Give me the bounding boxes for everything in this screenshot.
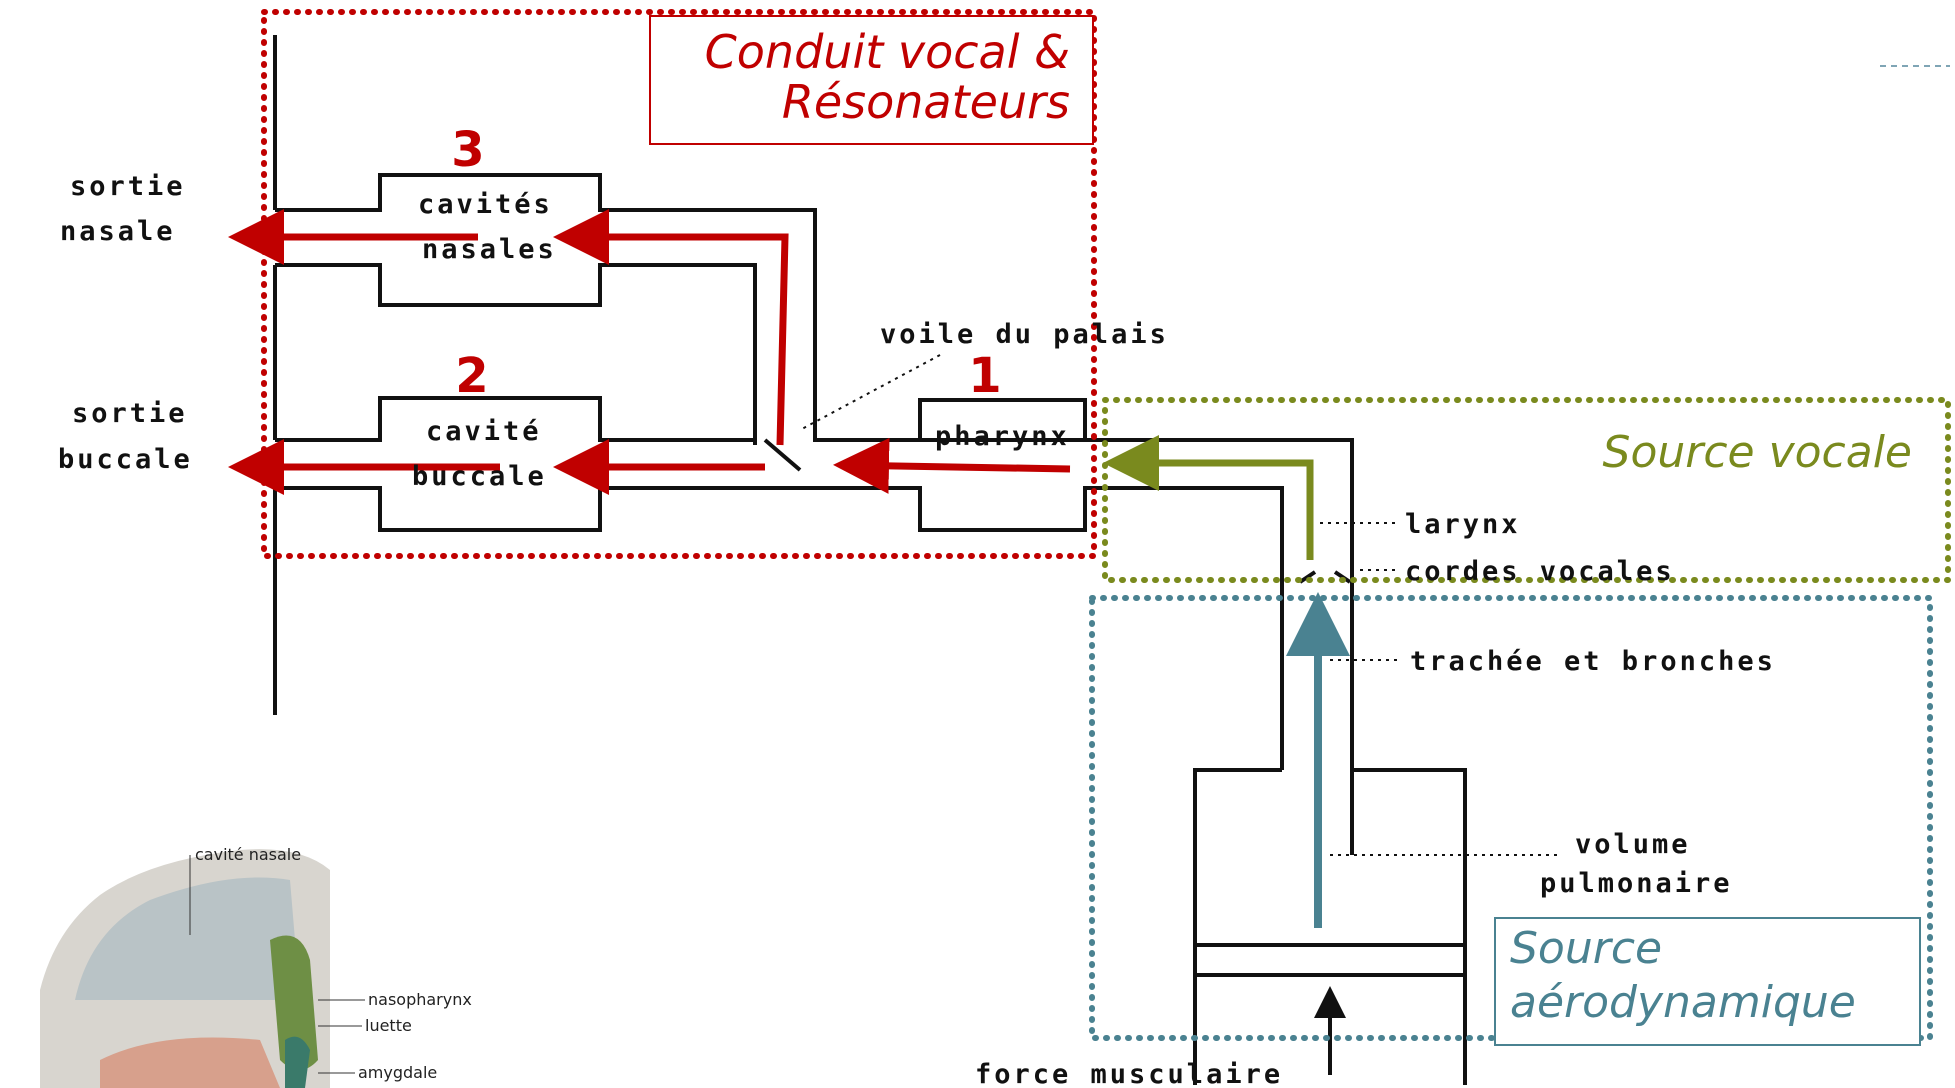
number-2: 2 [455,348,488,404]
conduit-title-line1: Conduit vocal & [705,25,1070,79]
volume-pulmonaire-line2: pulmonaire [1540,868,1733,899]
sortie-buccale-line2: buccale [58,444,193,475]
conduit-title-line2: Résonateurs [782,75,1070,129]
anatomy-cavite-nasale: cavité nasale [195,845,301,864]
sortie-nasale-line1: sortie [70,171,186,202]
number-1: 1 [968,348,1001,404]
arrow-left-icon [553,209,789,446]
cavites-nasales-line2: nasales [422,234,557,265]
aero-title-line2: aérodynamique [1510,977,1856,1028]
conduit-vocal-region [261,9,1097,559]
airflow-arrows [228,209,1350,928]
arrow-left-icon [833,437,1071,494]
leader-lines [799,354,1560,856]
aero-label-box [1494,917,1921,1046]
number-3: 3 [451,122,484,178]
anatomy-nasopharynx: nasopharynx [368,990,472,1009]
force-musculaire-label: force musculaire [975,1059,1283,1088]
source-vocale-title: Source vocale [1603,427,1912,478]
trachee-label: trachée et bronches [1410,646,1776,677]
conduit-vocal-label-box [649,15,1094,145]
aero-title-line1: Source [1510,923,1662,974]
cavite-buccale-line2: buccale [412,461,547,492]
cordes-vocales-label: cordes vocales [1405,556,1675,587]
volume-pulmonaire-line1: volume [1575,829,1691,860]
cavite-buccale-line1: cavité [426,416,542,447]
anatomy-amygdale: amygdale [358,1063,437,1082]
pharynx-label: pharynx [935,421,1070,452]
sortie-buccale-line1: sortie [72,398,188,429]
larynx-label: larynx [1405,509,1521,540]
arrow-left-icon [1103,435,1314,560]
anatomy-luette: luette [365,1016,412,1035]
cavites-nasales-line1: cavités [418,189,553,220]
sortie-nasale-line2: nasale [60,216,176,247]
anatomy-illustration [40,849,365,1088]
voile-du-palais-label: voile du palais [880,319,1169,350]
